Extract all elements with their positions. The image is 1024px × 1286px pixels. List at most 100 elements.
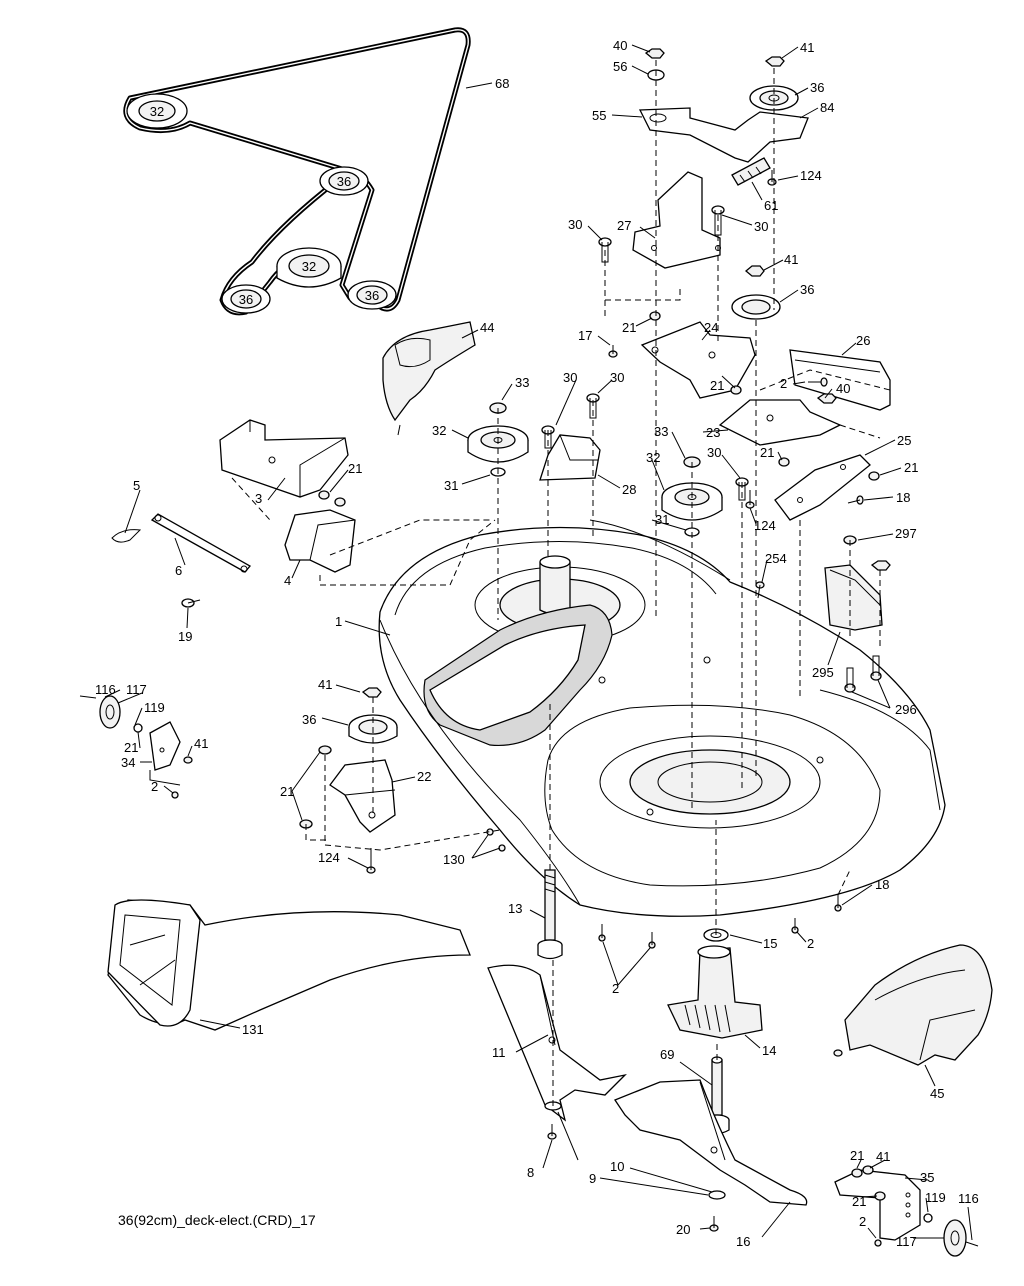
bolt-124-low [366, 848, 376, 874]
lock-nut-21-mid [730, 385, 742, 395]
nuts-297 [843, 535, 891, 571]
pulley-label: 36 [239, 292, 253, 307]
hex-nut-41-left [361, 687, 382, 698]
callout-124: 124 [800, 168, 822, 183]
belt-pulley-32-top: 32 [126, 93, 188, 129]
lock-nut-21-spindle [778, 457, 790, 467]
callout-56: 56 [613, 59, 627, 74]
pulley-label: 32 [150, 104, 164, 119]
diagram-caption: 36(92cm)_deck-elect.(CRD)_17 [118, 1212, 316, 1228]
callout-124: 124 [754, 518, 776, 533]
callout-69: 69 [660, 1047, 674, 1062]
bolt-18-upper [847, 495, 864, 505]
callout-4: 4 [284, 573, 291, 588]
callout-41: 41 [318, 677, 332, 692]
bolt-124-mid [745, 490, 755, 509]
callout-295: 295 [812, 665, 834, 680]
callout-21: 21 [760, 445, 774, 460]
callout-10: 10 [610, 1159, 624, 1174]
callout-32: 32 [432, 423, 446, 438]
callout-41: 41 [800, 40, 814, 55]
pulley-label: 32 [302, 259, 316, 274]
callout-130: 130 [443, 852, 465, 867]
callout-61: 61 [764, 198, 778, 213]
callout-36: 36 [800, 282, 814, 297]
callout-2: 2 [612, 981, 619, 996]
callout-30: 30 [568, 217, 582, 232]
plate-23 [718, 399, 842, 446]
bolts-296 [844, 655, 882, 693]
callout-14: 14 [762, 1043, 776, 1058]
callout-41: 41 [194, 736, 208, 751]
belt-guard-44 [382, 321, 476, 436]
bracket-26 [789, 349, 891, 411]
callout-labels: 68 40 56 41 36 84 55 124 61 30 30 27 41 … [95, 38, 979, 1249]
callout-34: 34 [121, 755, 135, 770]
bracket-28 [539, 434, 601, 481]
lock-nut-21-top [649, 311, 661, 321]
callout-2: 2 [859, 1214, 866, 1229]
callout-15: 15 [763, 936, 777, 951]
callout-16: 16 [736, 1234, 750, 1249]
lock-nut-21-right [868, 471, 880, 481]
callout-22: 22 [417, 769, 431, 784]
blade-16 [614, 1079, 808, 1206]
belt-pulley-36-middle: 36 [319, 166, 369, 196]
nut-40-mid [816, 393, 837, 404]
bracket-22 [329, 759, 396, 833]
callout-5: 5 [133, 478, 140, 493]
belt-pulley-36-left: 36 [221, 284, 271, 314]
idler-pulley-36-mid [731, 294, 781, 320]
bracket-25 [774, 454, 871, 521]
callout-20: 20 [676, 1222, 690, 1237]
spindle-housing-14 [667, 945, 763, 1039]
callout-44: 44 [480, 320, 494, 335]
belt-routing-diagram: 32 36 32 36 36 [123, 27, 493, 316]
mower-deck-housing [378, 519, 946, 917]
hex-nut-41-mid [744, 265, 765, 277]
callout-30: 30 [707, 445, 721, 460]
callout-31: 31 [444, 478, 458, 493]
spindle-shaft-13 [537, 869, 563, 960]
callout-124: 124 [318, 850, 340, 865]
callout-35: 35 [920, 1170, 934, 1185]
pulley-label: 36 [337, 174, 351, 189]
callout-55: 55 [592, 108, 606, 123]
bracket-24 [640, 321, 756, 399]
callout-28: 28 [622, 482, 636, 497]
deflector-bracket-295 [824, 564, 883, 631]
callout-18: 18 [875, 877, 889, 892]
callout-19: 19 [178, 629, 192, 644]
callout-21: 21 [852, 1194, 866, 1209]
callout-6: 6 [175, 563, 182, 578]
bolt-19 [181, 598, 201, 608]
callout-116: 116 [958, 1191, 979, 1206]
idler-arm-55 [638, 107, 809, 163]
callout-11: 11 [492, 1045, 506, 1060]
callout-40: 40 [836, 381, 850, 396]
blade-11 [487, 964, 627, 1122]
callout-21: 21 [904, 460, 918, 475]
callout-21: 21 [710, 378, 724, 393]
hairpin-clip-5 [111, 529, 142, 543]
callout-17: 17 [578, 328, 592, 343]
callout-18: 18 [896, 490, 910, 505]
callout-21: 21 [850, 1148, 864, 1163]
callout-119: 119 [144, 700, 165, 715]
callout-leader-lines [104, 44, 973, 1241]
bracket-3 [219, 419, 349, 498]
callout-21: 21 [348, 461, 362, 476]
callout-297: 297 [895, 526, 917, 541]
deflector-shield-45 [833, 944, 993, 1066]
pulley-label: 36 [365, 288, 379, 303]
belt-pulley-32-center: 32 [276, 247, 342, 288]
callout-254: 254 [765, 551, 787, 566]
callout-1: 1 [335, 614, 342, 629]
hex-nut-41-top [764, 56, 785, 67]
callout-33: 33 [515, 375, 529, 390]
lock-nut-21-left-upper [318, 490, 346, 507]
belt-pulley-36-right: 36 [347, 280, 397, 310]
bolt-2-deck-right [791, 918, 799, 934]
callout-40: 40 [613, 38, 627, 53]
